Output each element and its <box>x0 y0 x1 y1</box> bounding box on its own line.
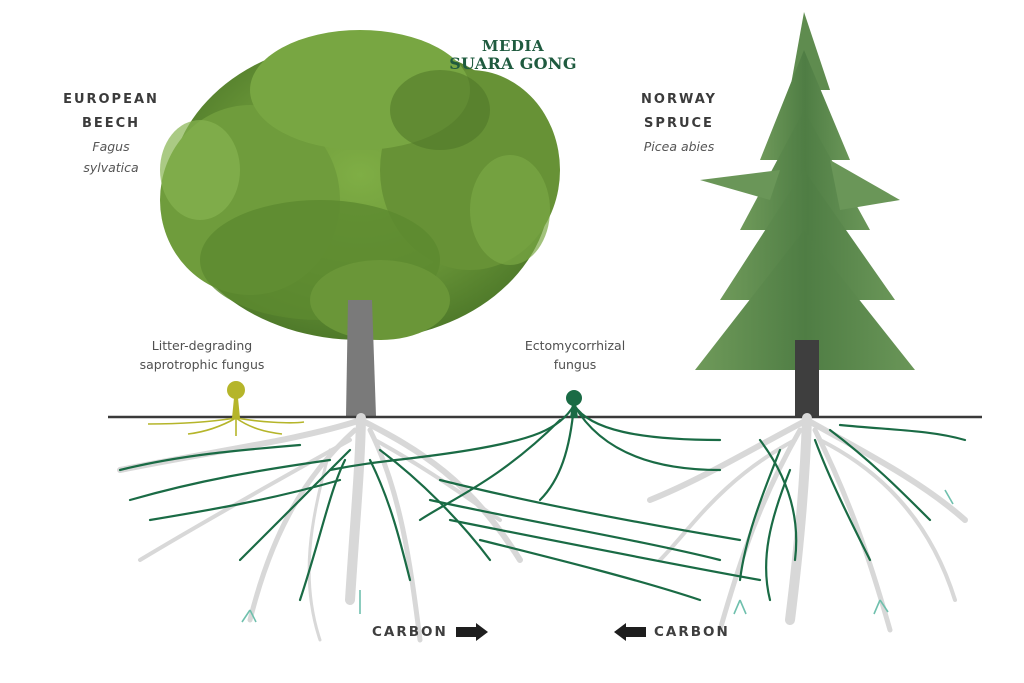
ectomycorrhizal-label-line2: fungus <box>553 357 597 372</box>
beech-trunk <box>346 300 376 416</box>
ectomycorrhizal-fungus-label: Ectomycorrhizal fungus <box>500 336 650 374</box>
carbon-flow-left: CARBON <box>614 623 730 641</box>
carbon-label-left: CARBON <box>654 624 730 640</box>
beech-common-name-line2: BEECH <box>81 116 141 131</box>
beech-common-name-line1: EUROPEAN <box>63 92 159 107</box>
spruce-latin-name: Picea abies <box>643 139 715 154</box>
spruce-common-name-line1: NORWAY <box>641 92 717 107</box>
european-beech-label: EUROPEAN BEECH Fagus sylvatica <box>52 88 170 178</box>
arrow-right-icon <box>455 623 488 641</box>
norway-spruce-label: NORWAY SPRUCE Picea abies <box>624 88 734 157</box>
beech-latin-name-line1: Fagus <box>92 139 130 154</box>
beech-canopy <box>160 30 560 340</box>
spruce-canopy <box>695 12 915 370</box>
watermark-line1: MEDIA <box>481 37 545 55</box>
saprotrophic-fungus-icon <box>147 381 305 436</box>
carbon-flow-right: CARBON <box>372 623 488 641</box>
arrow-left-icon <box>614 623 646 641</box>
saprotrophic-label-line2: saprotrophic fungus <box>139 357 265 372</box>
spruce-common-name-line2: SPRUCE <box>644 116 714 131</box>
saprotrophic-label-line1: Litter-degrading <box>151 338 253 353</box>
watermark-line2: SUARA GONG <box>449 54 577 73</box>
ectomycorrhizal-fungus-icon <box>566 390 582 418</box>
ectomycorrhizal-label-line1: Ectomycorrhizal <box>524 338 626 353</box>
saprotrophic-fungus-label: Litter-degrading saprotrophic fungus <box>122 336 282 374</box>
spruce-trunk <box>795 340 819 417</box>
carbon-label-right: CARBON <box>372 624 448 640</box>
hyphae-tips <box>241 489 954 623</box>
mycorrhizal-network <box>118 403 967 602</box>
beech-latin-name-line2: sylvatica <box>83 160 139 175</box>
watermark-logo: MEDIA SUARA GONG <box>446 37 580 73</box>
